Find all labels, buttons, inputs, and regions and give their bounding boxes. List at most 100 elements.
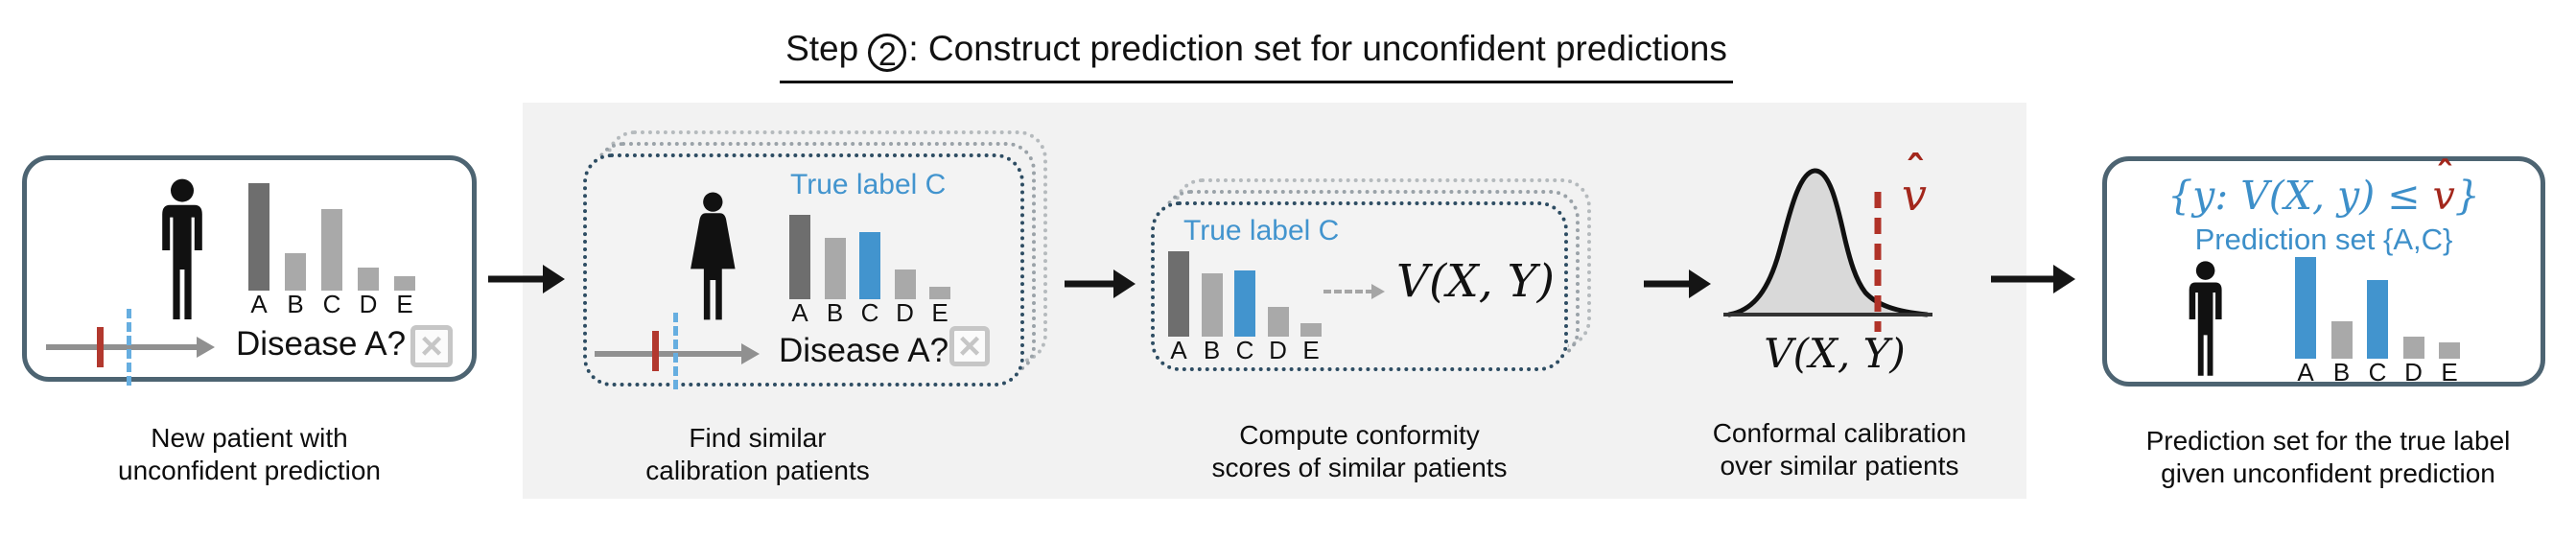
bar-b [2330, 320, 2353, 359]
bar-column-e: E [929, 215, 950, 327]
bar-d [2402, 336, 2424, 359]
bar-d [894, 270, 916, 299]
bar-b [1201, 273, 1223, 337]
bar-a [248, 183, 269, 291]
score-distribution-curve [1723, 168, 1932, 332]
bar-c [1234, 270, 1255, 337]
distribution-axis-label: V(X, Y) [1764, 330, 1906, 377]
bar-label-b: B [287, 290, 304, 318]
bar-c [2367, 280, 2388, 359]
reject-checkbox-icon: × [949, 325, 990, 367]
title-step-word: Step [785, 29, 859, 68]
bar-column-a: A [789, 215, 810, 327]
bar-column-c: C [321, 183, 342, 316]
bar-label-a: A [250, 290, 268, 318]
reject-checkbox-icon: × [410, 325, 453, 367]
bar-column-b: B [2330, 257, 2353, 387]
caption-prediction-set: Prediction set for the true label given … [2145, 426, 2511, 488]
bar-column-e: E [2439, 257, 2460, 387]
disease-question-label: Disease A? [236, 325, 407, 363]
true-label-text: True label C [790, 169, 947, 200]
caption-conformal-calibration: Conformal calibration over similar patie… [1712, 418, 1967, 480]
prediction-set-label: Prediction set {A,C} [2194, 223, 2453, 256]
title-text: : Construct prediction set for unconfide… [908, 29, 1727, 68]
flow-arrow-3 [1644, 270, 1711, 298]
bar-label-d: D [359, 290, 378, 318]
caption-find-similar: Find similar calibration patients [645, 423, 870, 485]
bar-label-d: D [1269, 336, 1287, 364]
bar-c [321, 208, 342, 291]
man-patient-icon [2174, 260, 2236, 379]
bar-label-b: B [1203, 336, 1221, 364]
bar-label-c: C [2368, 358, 2387, 387]
bar-label-c: C [1235, 336, 1254, 364]
bar-column-e: E [1300, 251, 1322, 364]
true-label-text: True label C [1183, 215, 1340, 246]
bar-label-a: A [1170, 336, 1187, 364]
bar-e [929, 286, 950, 299]
bar-column-c: C [1234, 251, 1255, 364]
confidence-threshold-line [673, 313, 678, 389]
bar-d [1267, 306, 1289, 337]
bar-d [358, 268, 379, 291]
bar-column-d: D [2402, 257, 2424, 387]
caption-conformity: Compute conformity scores of similar pat… [1211, 420, 1508, 482]
bar-column-d: D [358, 183, 379, 316]
bar-a [789, 215, 810, 299]
bar-column-b: B [285, 183, 306, 316]
caption-new-patient: New patient with unconfident prediction [118, 423, 381, 485]
confidence-axis-arrow [46, 337, 215, 358]
flow-arrow-1 [488, 265, 565, 293]
bar-label-c: C [860, 298, 879, 327]
woman-patient-icon [678, 191, 748, 323]
bar-label-e: E [396, 290, 413, 318]
bar-column-b: B [1201, 251, 1223, 364]
bar-column-c: C [859, 215, 880, 327]
bar-a [1168, 251, 1189, 337]
bar-e [394, 276, 415, 291]
bar-a [2295, 257, 2316, 359]
bar-column-a: A [2295, 257, 2316, 387]
bar-column-b: B [824, 215, 846, 325]
bar-column-d: D [894, 215, 916, 327]
confidence-score-tick [97, 327, 104, 367]
bar-column-a: A [1168, 251, 1189, 364]
man-patient-icon [144, 177, 221, 323]
bar-label-e: E [1302, 336, 1320, 364]
bar-e [1300, 322, 1322, 337]
bar-b [285, 252, 306, 291]
circled-step-number: 2 [868, 33, 907, 73]
bar-label-a: A [2297, 358, 2314, 387]
confidence-axis-arrow [595, 343, 760, 364]
bar-label-d: D [2404, 358, 2423, 387]
flow-arrow-2 [1065, 270, 1136, 298]
disease-question-label: Disease A? [779, 332, 949, 369]
bar-b [824, 237, 846, 299]
bar-label-a: A [791, 298, 808, 327]
bar-label-e: E [931, 298, 948, 327]
bar-column-a: A [248, 183, 269, 316]
bar-column-c: C [2367, 257, 2388, 387]
bar-label-b: B [2332, 358, 2351, 387]
bar-label-e: E [2441, 358, 2458, 387]
maps-to-arrow [1323, 282, 1385, 299]
bar-e [2439, 342, 2460, 359]
bar-c [859, 232, 880, 299]
flow-arrow-4 [1991, 265, 2075, 293]
conformity-score-formula: V(X, Y) [1396, 255, 1555, 308]
confidence-score-tick [652, 331, 659, 371]
bar-label-d: D [896, 298, 914, 327]
bar-column-d: D [1267, 251, 1289, 364]
